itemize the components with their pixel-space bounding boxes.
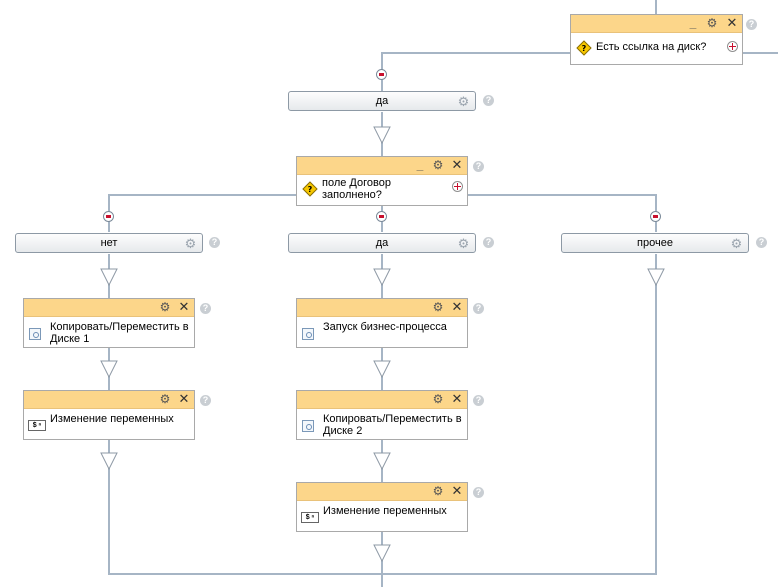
help-icon[interactable]: ? bbox=[200, 303, 211, 314]
add-icon[interactable] bbox=[452, 181, 463, 192]
activity-block-vars1[interactable]: ⚙ ✕ $ ⁿ Изменение переменных bbox=[23, 390, 195, 440]
connector-line bbox=[108, 573, 657, 575]
flow-arrow bbox=[100, 268, 118, 286]
collapse-icon[interactable] bbox=[376, 69, 387, 80]
minimize-icon[interactable]: _ bbox=[416, 158, 424, 172]
close-icon[interactable]: ✕ bbox=[726, 15, 738, 30]
gear-icon[interactable]: ⚙ bbox=[457, 236, 470, 251]
connector-line bbox=[381, 52, 570, 54]
branch-other[interactable]: прочее ⚙ bbox=[561, 233, 749, 253]
svg-text:?: ? bbox=[582, 44, 587, 53]
gear-icon[interactable]: ⚙ bbox=[432, 300, 444, 314]
block-title: Изменение переменных bbox=[323, 505, 447, 517]
help-icon[interactable]: ? bbox=[473, 395, 484, 406]
connector-line bbox=[468, 194, 655, 196]
flow-arrow bbox=[373, 360, 391, 378]
branch-label: прочее bbox=[637, 237, 673, 249]
condition-icon: ? bbox=[302, 181, 318, 197]
activity-block-copy2[interactable]: ⚙ ✕ Копировать/Переместить в Диске 2 bbox=[296, 390, 468, 440]
gear-icon[interactable]: ⚙ bbox=[457, 94, 470, 109]
branch-label: да bbox=[375, 95, 389, 107]
close-icon[interactable]: ✕ bbox=[451, 391, 463, 406]
gear-icon[interactable]: ⚙ bbox=[706, 16, 718, 30]
block-title-line1: Копировать/Переместить в bbox=[323, 413, 462, 425]
block-title: Запуск бизнес-процесса bbox=[323, 321, 447, 333]
help-icon[interactable]: ? bbox=[483, 95, 494, 106]
block-title-line2: заполнено? bbox=[322, 189, 382, 201]
connector-line bbox=[108, 440, 110, 574]
block-header: _ ⚙ ✕ bbox=[571, 15, 742, 33]
gear-icon[interactable]: ⚙ bbox=[159, 392, 171, 406]
connector-line bbox=[655, 254, 657, 574]
close-icon[interactable]: ✕ bbox=[178, 391, 190, 406]
connector-line bbox=[108, 194, 296, 196]
variables-icon: $ ⁿ bbox=[301, 512, 319, 523]
flow-arrow bbox=[100, 452, 118, 470]
add-icon[interactable] bbox=[727, 41, 738, 52]
condition-block-link[interactable]: _ ⚙ ✕ ? Есть ссылка на диск? bbox=[570, 14, 743, 65]
gear-icon[interactable]: ⚙ bbox=[432, 484, 444, 498]
help-icon[interactable]: ? bbox=[483, 237, 494, 248]
flow-arrow bbox=[647, 268, 665, 286]
block-title-line1: Копировать/Переместить в bbox=[50, 321, 189, 333]
block-title-line1: поле Договор bbox=[322, 177, 391, 189]
collapse-icon[interactable] bbox=[376, 211, 387, 222]
gear-icon[interactable]: ⚙ bbox=[159, 300, 171, 314]
activity-icon bbox=[302, 328, 314, 340]
help-icon[interactable]: ? bbox=[473, 487, 484, 498]
block-header: ⚙ ✕ bbox=[297, 483, 467, 501]
close-icon[interactable]: ✕ bbox=[451, 299, 463, 314]
svg-text:?: ? bbox=[308, 185, 313, 194]
block-header: ⚙ ✕ bbox=[297, 299, 467, 317]
help-icon[interactable]: ? bbox=[756, 237, 767, 248]
activity-block-vars2[interactable]: ⚙ ✕ $ ⁿ Изменение переменных bbox=[296, 482, 468, 532]
activity-icon bbox=[302, 420, 314, 432]
flow-arrow bbox=[373, 544, 391, 562]
flow-arrow bbox=[373, 268, 391, 286]
flow-arrow bbox=[100, 360, 118, 378]
branch-yes[interactable]: да ⚙ bbox=[288, 233, 476, 253]
block-header: _ ⚙ ✕ bbox=[297, 157, 467, 175]
gear-icon[interactable]: ⚙ bbox=[730, 236, 743, 251]
block-header: ⚙ ✕ bbox=[297, 391, 467, 409]
collapse-icon[interactable] bbox=[650, 211, 661, 222]
flow-arrow bbox=[373, 126, 391, 144]
variables-icon: $ ⁿ bbox=[28, 420, 46, 431]
branch-yes-top[interactable]: да ⚙ bbox=[288, 91, 476, 111]
help-icon[interactable]: ? bbox=[746, 19, 757, 30]
help-icon[interactable]: ? bbox=[473, 161, 484, 172]
branch-no[interactable]: нет ⚙ bbox=[15, 233, 203, 253]
condition-icon: ? bbox=[576, 40, 592, 56]
block-title: Изменение переменных bbox=[50, 413, 174, 425]
flow-arrow bbox=[373, 452, 391, 470]
block-title-line2: Диске 2 bbox=[323, 425, 363, 437]
connector-line bbox=[742, 52, 778, 54]
block-header: ⚙ ✕ bbox=[24, 391, 194, 409]
gear-icon[interactable]: ⚙ bbox=[432, 392, 444, 406]
condition-block-contract[interactable]: _ ⚙ ✕ ? поле Договор заполнено? bbox=[296, 156, 468, 206]
gear-icon[interactable]: ⚙ bbox=[184, 236, 197, 251]
branch-label: нет bbox=[100, 237, 118, 249]
activity-icon bbox=[29, 328, 41, 340]
activity-block-bizproc[interactable]: ⚙ ✕ Запуск бизнес-процесса bbox=[296, 298, 468, 348]
close-icon[interactable]: ✕ bbox=[451, 157, 463, 172]
collapse-icon[interactable] bbox=[103, 211, 114, 222]
branch-label: да bbox=[375, 237, 389, 249]
gear-icon[interactable]: ⚙ bbox=[432, 158, 444, 172]
close-icon[interactable]: ✕ bbox=[178, 299, 190, 314]
minimize-icon[interactable]: _ bbox=[689, 16, 697, 30]
block-title: Есть ссылка на диск? bbox=[596, 41, 707, 53]
activity-block-copy1[interactable]: ⚙ ✕ Копировать/Переместить в Диске 1 bbox=[23, 298, 195, 348]
help-icon[interactable]: ? bbox=[200, 395, 211, 406]
help-icon[interactable]: ? bbox=[473, 303, 484, 314]
close-icon[interactable]: ✕ bbox=[451, 483, 463, 498]
help-icon[interactable]: ? bbox=[209, 237, 220, 248]
block-header: ⚙ ✕ bbox=[24, 299, 194, 317]
block-title-line2: Диске 1 bbox=[50, 333, 90, 345]
connector-line bbox=[655, 0, 657, 14]
